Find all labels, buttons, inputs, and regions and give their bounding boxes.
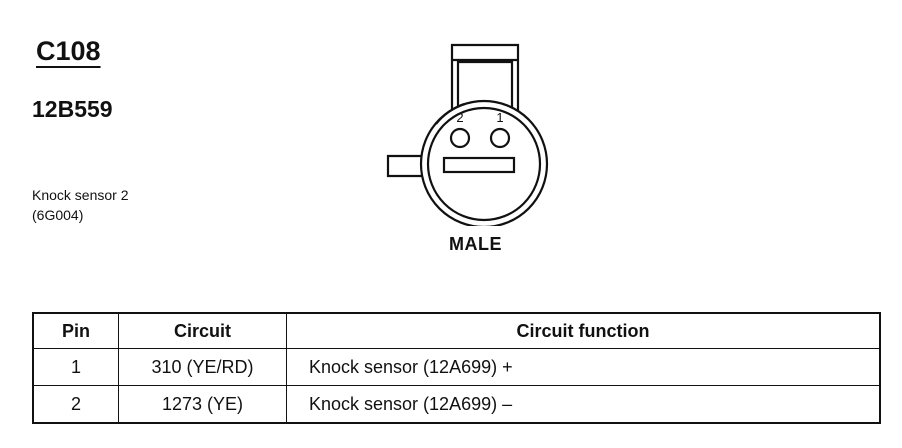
connector-tab — [386, 154, 424, 178]
component-description: Knock sensor 2 (6G004) — [32, 185, 129, 225]
pin-label-1: 1 — [496, 110, 503, 125]
connector-id: C108 — [36, 36, 101, 66]
component-name: Knock sensor 2 — [32, 187, 129, 203]
pinout-table: Pin Circuit Circuit function 1 310 (YE/R… — [32, 312, 881, 424]
cell-pin: 1 — [32, 348, 119, 386]
connector-latch — [450, 43, 520, 114]
cell-circuit-function: Knock sensor (12A699) + — [286, 348, 881, 386]
cell-circuit: 310 (YE/RD) — [118, 348, 287, 386]
component-code: (6G004) — [32, 207, 84, 223]
cell-circuit: 1273 (YE) — [118, 385, 287, 424]
table-header-row: Pin Circuit Circuit function — [32, 312, 881, 349]
cell-pin: 2 — [32, 385, 119, 424]
column-header-circuit-function: Circuit function — [286, 312, 881, 349]
connector-face — [426, 106, 542, 222]
cell-circuit-function: Knock sensor (12A699) – — [286, 385, 881, 424]
pin-cavity-2 — [449, 127, 471, 149]
pin-label-2: 2 — [456, 110, 463, 125]
table-row: 1 310 (YE/RD) Knock sensor (12A699) + — [32, 348, 881, 386]
pin-cavity-1 — [489, 127, 511, 149]
column-header-circuit: Circuit — [118, 312, 287, 349]
connector-key-slot — [442, 156, 516, 174]
column-header-pin: Pin — [32, 312, 119, 349]
table-row: 2 1273 (YE) Knock sensor (12A699) – — [32, 385, 881, 424]
part-number: 12B559 — [32, 96, 113, 122]
connector-face-diagram: 2 1 — [386, 43, 549, 226]
connector-gender-label: MALE — [449, 234, 502, 254]
